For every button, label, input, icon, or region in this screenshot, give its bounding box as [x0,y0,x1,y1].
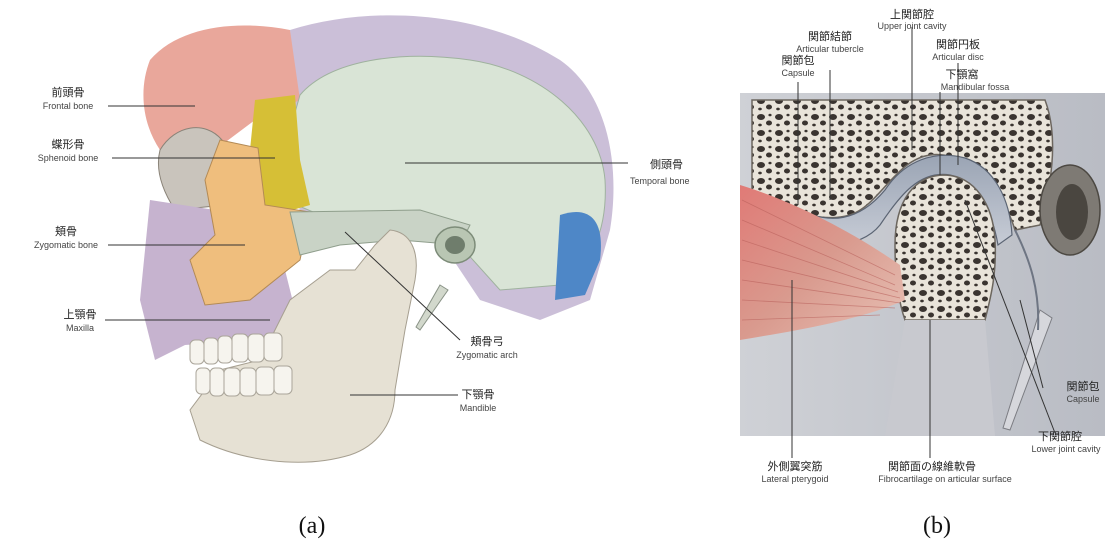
label-fibrocartilage-jp: 関節面の線維軟骨 [888,459,976,473]
label-sphenoid-jp: 蝶形骨 [52,137,85,151]
label-fibrocartilage-en: Fibrocartilage on articular surface [878,474,1012,484]
label-pterygoid-en: Lateral pterygoid [761,474,828,484]
occipital-blue [555,212,601,300]
caption-b: (b) [923,513,951,539]
label-capsule-top-en: Capsule [781,68,814,78]
lower-teeth [196,366,292,396]
label-capsule-right-jp: 関節包 [1067,379,1100,393]
label-arch-jp: 頬骨弓 [471,334,504,348]
label-frontal-jp: 前頭骨 [52,85,85,99]
label-sphenoid-en: Sphenoid bone [38,153,99,163]
label-mandible-en: Mandible [460,403,497,413]
label-maxilla-en: Maxilla [66,323,94,333]
label-lower-cavity-en: Lower joint cavity [1031,444,1101,454]
label-maxilla-jp: 上顎骨 [64,308,97,321]
label-upper-cavity-en: Upper joint cavity [877,21,947,31]
label-tubercle-jp: 関節結節 [808,29,852,43]
label-zygomatic-jp: 頬骨 [55,224,77,238]
condyle-section [895,175,995,320]
label-temporal-jp: 側頭骨 [650,158,683,171]
label-fossa-en: Mandibular fossa [941,82,1010,92]
label-temporal-en: Temporal bone [630,176,690,186]
label-tubercle-en: Articular tubercle [796,44,864,54]
label-capsule-right-en: Capsule [1066,394,1099,404]
label-arch-en: Zygomatic arch [456,350,518,360]
label-fossa-jp: 下顎窩 [946,67,979,81]
label-disc-en: Articular disc [932,52,984,62]
label-upper-cavity-jp: 上関節腔 [890,7,934,21]
tmj-illustration [740,93,1105,436]
caption-a: (a) [299,513,326,539]
styloid-process [416,285,448,330]
label-frontal-en: Frontal bone [43,101,94,111]
label-zygomatic-en: Zygomatic bone [34,240,98,250]
label-disc-jp: 関節円板 [936,37,980,51]
label-capsule-top-jp: 関節包 [782,53,815,67]
label-pterygoid-jp: 外側翼突筋 [768,459,823,473]
label-lower-cavity-jp: 下関節腔 [1038,429,1082,443]
label-mandible-jp: 下顎骨 [462,388,495,401]
